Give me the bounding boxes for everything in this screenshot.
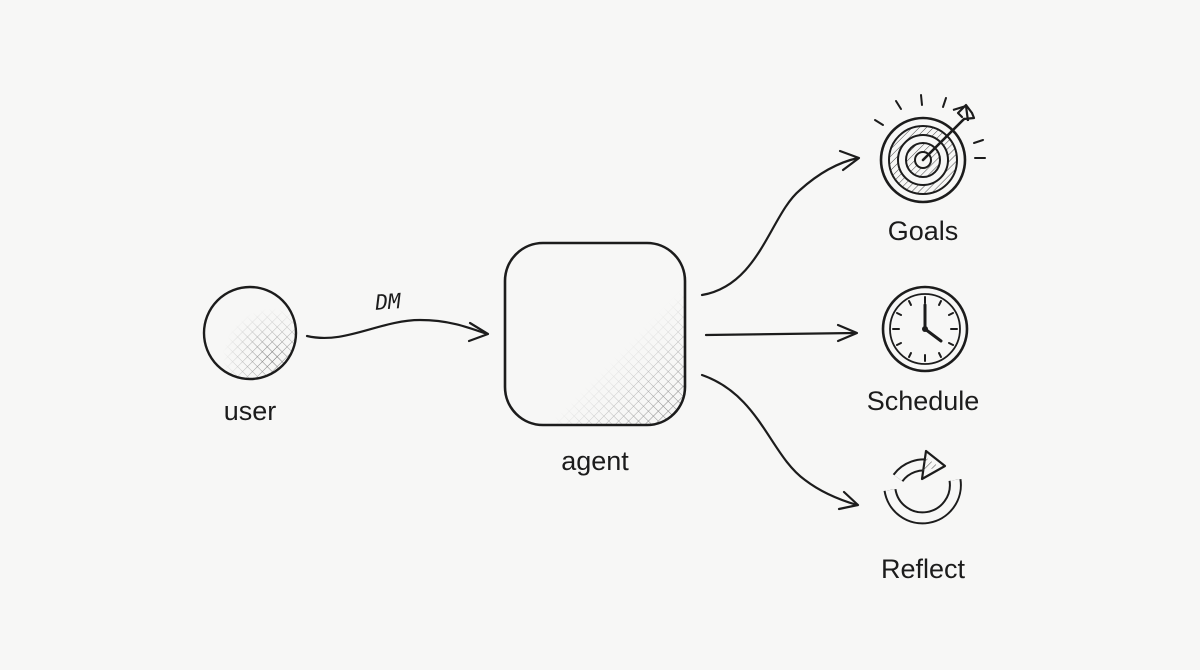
clock-icon <box>881 285 969 373</box>
user-label: user <box>223 396 277 426</box>
agent-label: agent <box>561 446 629 476</box>
target-icon <box>874 94 986 204</box>
user-node <box>202 285 298 381</box>
agent-node <box>503 241 687 427</box>
reflect-label: Reflect <box>880 554 966 584</box>
dm-edge-label: DM <box>374 289 402 315</box>
schedule-label: Schedule <box>866 386 980 416</box>
refresh-icon <box>883 449 962 525</box>
edge-agent-to-goals <box>700 149 861 297</box>
goals-label: Goals <box>887 216 959 246</box>
edge-agent-to-schedule <box>704 323 859 343</box>
edge-agent-to-reflect <box>700 373 860 511</box>
edge-user-to-agent <box>305 318 490 343</box>
